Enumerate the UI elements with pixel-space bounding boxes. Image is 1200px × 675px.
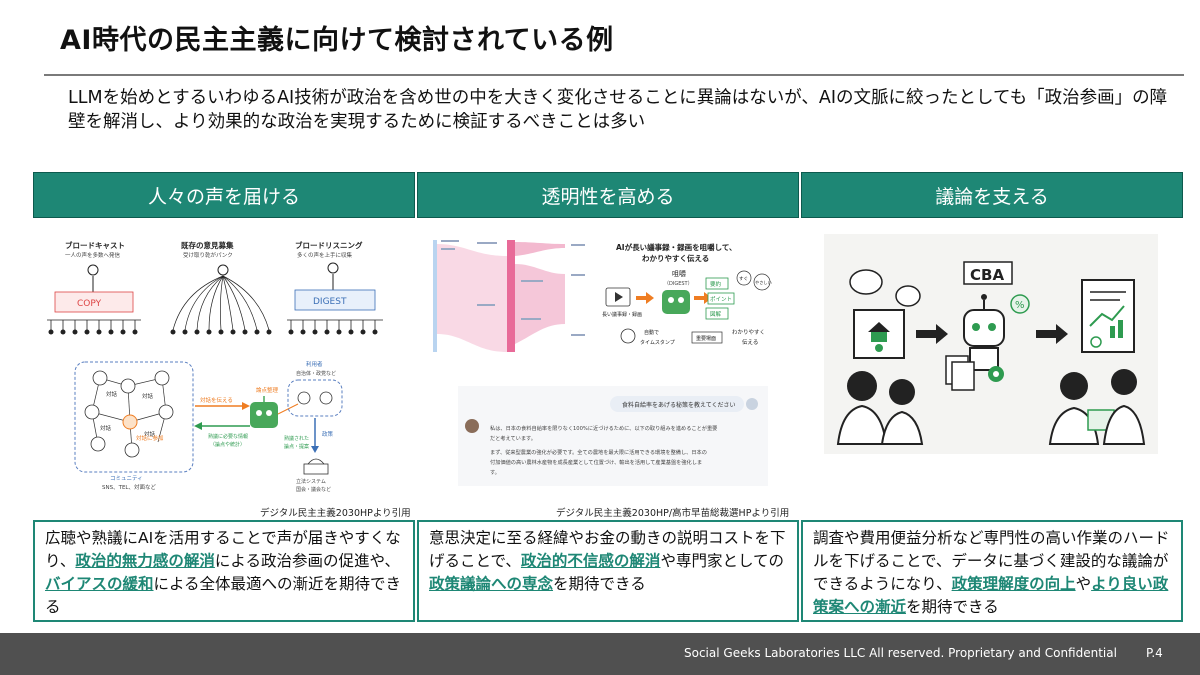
- existing-subtitle: 受け取り乾がパンク: [183, 251, 233, 259]
- column-header-discussion: 議論を支える: [801, 172, 1183, 218]
- highlight-policy-focus: 政策議論への専念: [429, 575, 554, 593]
- convey-label: 対話を伝える: [200, 396, 233, 404]
- legislature-sublabel: 国会・議会など: [296, 486, 331, 493]
- title-divider: [44, 74, 1184, 76]
- highlight-understanding: 政策理解度の向上: [951, 575, 1076, 593]
- page-number: P.4: [1146, 646, 1163, 660]
- community-sublabel: SNS、TEL、対面など: [102, 483, 156, 491]
- chat-answer-line-2: だと考えています。: [490, 435, 536, 442]
- desc-voice-text-3: による全体最適への漸近を期待できる: [45, 575, 402, 616]
- chat-question: 食料自給率をあげる秘策を教えてください: [622, 401, 736, 409]
- clear-label-2: 伝える: [742, 338, 758, 346]
- diagram-tag: 図解: [710, 310, 722, 318]
- needed-info-sublabel: （論点や統計）: [210, 441, 245, 448]
- footer-copyright: Social Geeks Laboratories LLC All reserv…: [684, 646, 1117, 660]
- dialog-label-4: 対話: [144, 430, 156, 438]
- clear-label: わかりやすく: [732, 328, 765, 336]
- user-sublabel: 自治体・政党など: [296, 370, 336, 377]
- point-tag: ポイント: [710, 296, 732, 303]
- cba-illustration: CBA %: [824, 234, 1158, 454]
- highlight-powerlessness: 政治的無力感の解消: [75, 552, 215, 570]
- desc-discussion-text-1: 調査や費用便益分析など専門性の高い作業のハードルを下げることで、データに基づく建…: [813, 529, 1170, 593]
- chew-sublabel: （DIGEST）: [664, 281, 693, 287]
- desc-voice-text-1: 広聴や熟議にAIを活用することで声が届きやすくなり、: [45, 529, 401, 570]
- desc-transparency-text-1: 意思決定に至る経緯やお金の動きの説明コストを下げることで、: [429, 529, 786, 570]
- auto-label: 自動で: [644, 329, 659, 336]
- dialog-label-1: 対話: [106, 390, 118, 398]
- chat-answer-line-1: 私は、日本の食料自給率を限りなく100%に近づけるために、以下の取り組みを進める…: [490, 424, 717, 432]
- easy-label: やさしい: [755, 279, 772, 286]
- community-label: コミュニティ: [110, 475, 143, 482]
- description-transparency: 意思決定に至る経緯やお金の動きの説明コストを下げることで、政治的不信感の解消や専…: [417, 520, 799, 622]
- digest-title-2: わかりやすく伝える: [642, 253, 709, 263]
- highlight-better-policy: より良い政策案への漸近: [813, 575, 1169, 616]
- chew-label: 咀嚼: [672, 269, 686, 278]
- intro-text: LLMを始めとするいわゆるAI技術が政治を含め世の中を大きく変化させることに異論…: [68, 88, 1168, 132]
- quick-label: すぐ: [739, 275, 748, 282]
- policy-label: 政策: [322, 430, 334, 438]
- summary-tag: 要約: [710, 280, 722, 288]
- dialog-label-3: 対話: [100, 424, 112, 432]
- chat-screenshot-illustration: 食料自給率をあげる秘策を教えてください 私は、日本の食料自給率を限りなく100%…: [458, 386, 768, 486]
- copy-label: COPY: [77, 299, 102, 309]
- existing-title: 既存の意見募集: [181, 240, 234, 250]
- broadcast-subtitle: 一人の声を多数へ発信: [65, 251, 121, 259]
- minutes-label: 長い議事録・録画: [602, 311, 642, 318]
- page-title: AI時代の民主主義に向けて検討されている例: [60, 25, 614, 56]
- column-header-voice: 人々の声を届ける: [33, 172, 415, 218]
- broadcast-title: ブロードキャスト: [65, 240, 125, 250]
- desc-discussion-text-2: や: [1075, 575, 1092, 593]
- credit-column-1: デジタル民主主義2030HPより引用: [260, 508, 411, 519]
- minutes-digest-illustration: AIが長い議事録・録画を咀嚼して、 わかりやすく伝える 咀嚼 （DIGEST） …: [600, 238, 780, 356]
- digest-label: DIGEST: [313, 297, 347, 307]
- legislature-label: 立法システム: [296, 478, 326, 485]
- highlight-bias: バイアスの緩和: [45, 575, 154, 593]
- clustered-label: 熟議された: [284, 435, 309, 442]
- footer-bar: Social Geeks Laboratories LLC All reserv…: [0, 633, 1200, 675]
- join-label: 対話に参加: [136, 434, 164, 442]
- description-discussion: 調査や費用便益分析など専門性の高い作業のハードルを下げることで、データに基づく建…: [801, 520, 1183, 622]
- percent-icon: %: [1015, 300, 1025, 311]
- digest-title: AIが長い議事録・録画を咀嚼して、: [616, 242, 737, 252]
- dialog-label-2: 対話: [142, 392, 154, 400]
- clustered-sublabel: 論点・提案: [284, 443, 309, 450]
- needed-info-label: 熟議に必要な情報: [208, 433, 248, 440]
- chat-answer-line-5: す。: [490, 469, 500, 476]
- column-header-transparency: 透明性を高める: [417, 172, 799, 218]
- description-voice: 広聴や熟議にAIを活用することで声が届きやすくなり、政治的無力感の解消による政治…: [33, 520, 415, 622]
- listening-title: ブロードリスニング: [295, 240, 363, 250]
- cba-label: CBA: [970, 266, 1004, 284]
- chat-answer-line-3: まず、従来型農業の強化が必要です。全ての農地を最大限に活用できる環境を整備し、日…: [490, 448, 707, 456]
- credit-column-2: デジタル民主主義2030HP/高市早苗総裁選HPより引用: [556, 508, 790, 519]
- desc-voice-text-2: による政治参画の促進や、: [214, 552, 400, 570]
- budget-flow-illustration: [425, 234, 590, 354]
- community-flow-illustration: 対話 対話 対話 対話 対話に参加 コミュニティ SNS、TEL、対面など 対話…: [70, 356, 380, 496]
- listening-subtitle: 多くの声を上手に収集: [297, 251, 353, 259]
- desc-discussion-text-3: を期待できる: [906, 598, 999, 616]
- user-label: 利用者: [306, 360, 323, 368]
- desc-transparency-text-2: や専門家としての: [660, 552, 784, 570]
- timestamp-label: タイムスタンプ: [640, 339, 675, 346]
- issues-label: 論点整理: [256, 386, 279, 394]
- chat-answer-line-4: 付加価値の高い農林水産物を成長産業として位置づけ、輸出を活用して産業基盤を強化し…: [490, 458, 702, 466]
- broad-listening-illustration: ブロードキャスト 既存の意見募集 ブロードリスニング 一人の声を多数へ発信 受け…: [33, 232, 415, 352]
- key-scene-label: 重要場面: [696, 335, 716, 342]
- highlight-distrust: 政治的不信感の解消: [520, 552, 661, 570]
- desc-transparency-text-3: を期待できる: [553, 575, 646, 593]
